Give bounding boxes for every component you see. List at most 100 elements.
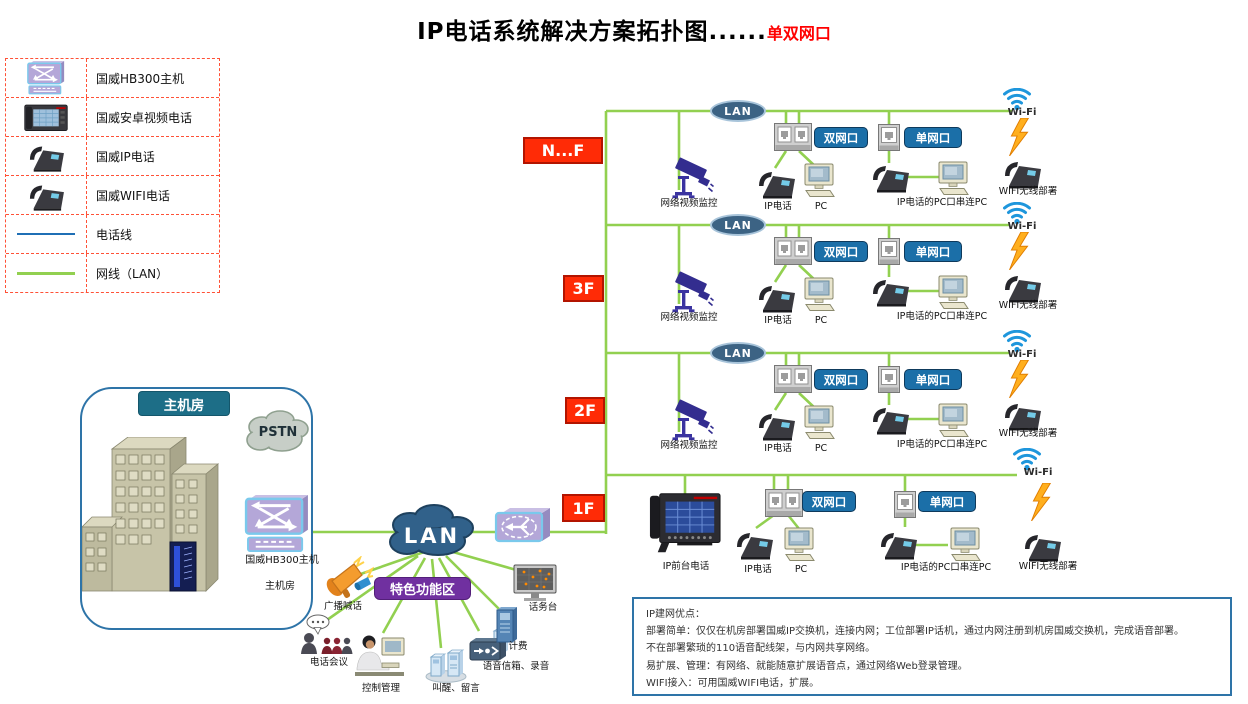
page-title: IP电话系统解决方案拓扑图...... 单双网口 <box>0 12 1248 46</box>
switch-icon <box>21 61 71 95</box>
wifi-text-label: Wi-Fi <box>1007 349 1037 360</box>
pc-label: PC <box>814 443 828 454</box>
lightning-bolt-icon <box>1008 360 1030 398</box>
dual-wall-jack-icon <box>774 123 812 151</box>
note-line: IP建网优点： <box>646 609 705 620</box>
single-wall-jack-icon <box>894 491 916 518</box>
ip-phone-label: IP电话 <box>764 443 792 454</box>
ip-phone-icon <box>25 139 67 173</box>
switch-label: 国威HB300主机 <box>245 555 319 566</box>
wifi-text-label: Wi-Fi <box>1007 107 1037 118</box>
ip-phone-label: IP电话 <box>744 564 772 575</box>
note-line: 部署简单：仅仅在机房部署国威IP交换机，连接内网；工位部署IP话机，通过内网注册… <box>646 626 1184 638</box>
pc-label: PC <box>814 315 828 326</box>
feature-label: 叫醒、留言 <box>432 683 480 694</box>
hb300-switch-icon <box>244 495 310 553</box>
single-wall-jack-icon <box>878 366 900 393</box>
lan-line-sample <box>17 271 75 275</box>
single-port-tag: 单网口 <box>904 369 962 390</box>
server-pair-icon <box>424 645 468 683</box>
pc-icon <box>802 163 838 199</box>
dual-port-tag: 双网口 <box>802 491 856 512</box>
serial-pc-label: IP电话的PC口串连PC <box>896 311 988 322</box>
wifi-deploy-label: WIFI无线部署 <box>998 300 1058 311</box>
wifi-phone-icon <box>1002 396 1042 432</box>
dual-port-tag: 双网口 <box>814 241 868 262</box>
single-port-tag: 单网口 <box>918 491 976 512</box>
wifi-phone-icon <box>1022 527 1062 563</box>
camera-label: 网络视频监控 <box>660 312 718 323</box>
floor-section-nf: N...F LAN 网络视频监控 双网口 IP电话 PC 单网口 IP电话的PC… <box>523 111 1057 231</box>
pstn-cloud: PSTN <box>240 407 316 457</box>
ip-phone-icon <box>870 400 910 436</box>
lan-cloud: LAN <box>380 503 484 561</box>
wifi-phone-icon <box>25 178 67 212</box>
front-desk-phone-label: IP前台电话 <box>662 561 710 572</box>
legend-row: 国威WIFI电话 <box>6 176 219 215</box>
legend-label: 国威IP电话 <box>96 149 155 164</box>
ip-phone-icon <box>756 278 796 314</box>
legend-row: 国威安卓视频电话 <box>6 98 219 137</box>
dual-wall-jack-icon <box>774 237 812 265</box>
pc-icon <box>936 161 972 197</box>
camera-icon <box>668 153 714 201</box>
feature-label: 计费 <box>508 641 528 652</box>
legend-label: 国威安卓视频电话 <box>96 110 193 125</box>
wifi-phone-icon <box>1002 154 1042 190</box>
pc-icon <box>936 275 972 311</box>
legend-row: 国威IP电话 <box>6 137 219 176</box>
camera-icon <box>668 395 714 443</box>
feature-label: 广播喊话 <box>323 601 362 612</box>
lan-node: LAN <box>710 214 766 236</box>
pc-icon <box>802 277 838 313</box>
ip-phone-icon <box>870 158 910 194</box>
camera-label: 网络视频监控 <box>660 198 718 209</box>
cloud-icon <box>246 410 309 452</box>
pc-icon <box>936 403 972 439</box>
equipment-room-title: 主机房 <box>138 391 230 416</box>
dual-port-tag: 双网口 <box>814 369 868 390</box>
legend-label: 国威WIFI电话 <box>96 188 170 203</box>
pc-icon <box>948 527 984 563</box>
office-buildings-icon <box>82 437 220 592</box>
pc-label: PC <box>794 564 808 575</box>
ip-phone-label: IP电话 <box>764 315 792 326</box>
operator-icon <box>352 630 406 682</box>
single-port-tag: 单网口 <box>904 241 962 262</box>
console-icon <box>512 563 560 605</box>
cloud-icon <box>389 504 474 556</box>
feature-label: 语音信箱、录音 <box>482 661 550 672</box>
dual-wall-jack-icon <box>765 489 803 517</box>
wifi-deploy-label: WIFI无线部署 <box>1018 561 1078 572</box>
floor-section-2f: 2F LAN 网络视频监控 双网口 IP电话 PC 单网口 IP电话的PC口串连… <box>565 353 1057 473</box>
wifi-text-label: Wi-Fi <box>1023 467 1053 478</box>
conference-icon <box>300 614 356 656</box>
lan-cloud-label: LAN <box>403 524 461 548</box>
legend-row: 国威HB300主机 <box>6 59 219 98</box>
single-wall-jack-icon <box>878 238 900 265</box>
floor-tag: 2F <box>565 397 605 424</box>
megaphone-icon <box>326 556 374 600</box>
legend-label: 电话线 <box>96 227 133 242</box>
note-line: WIFI接入：可用国威WIFI电话，扩展。 <box>646 677 820 689</box>
wifi-deploy-label: WIFI无线部署 <box>998 186 1058 197</box>
pstn-label: PSTN <box>258 424 298 440</box>
pc-icon <box>782 527 818 563</box>
router-icon <box>494 505 552 547</box>
ip-phone-icon <box>870 272 910 308</box>
camera-icon <box>668 267 714 315</box>
lan-node: LAN <box>710 100 766 122</box>
android-video-phone-icon <box>21 100 71 134</box>
floor-tag: 3F <box>563 275 604 302</box>
ip-phone-icon <box>756 406 796 442</box>
floor-tag: 1F <box>562 494 605 522</box>
ip-phone-icon <box>756 164 796 200</box>
lightning-bolt-icon <box>1008 232 1030 270</box>
pc-icon <box>802 405 838 441</box>
ip-phone-icon <box>878 525 918 561</box>
single-wall-jack-icon <box>878 124 900 151</box>
equipment-room: 主机房 <box>80 387 319 630</box>
legend-row: 电话线 <box>6 215 219 254</box>
advantages-note-box: IP建网优点： 部署简单：仅仅在机房部署国威IP交换机，连接内网；工位部署IP话… <box>632 597 1232 696</box>
